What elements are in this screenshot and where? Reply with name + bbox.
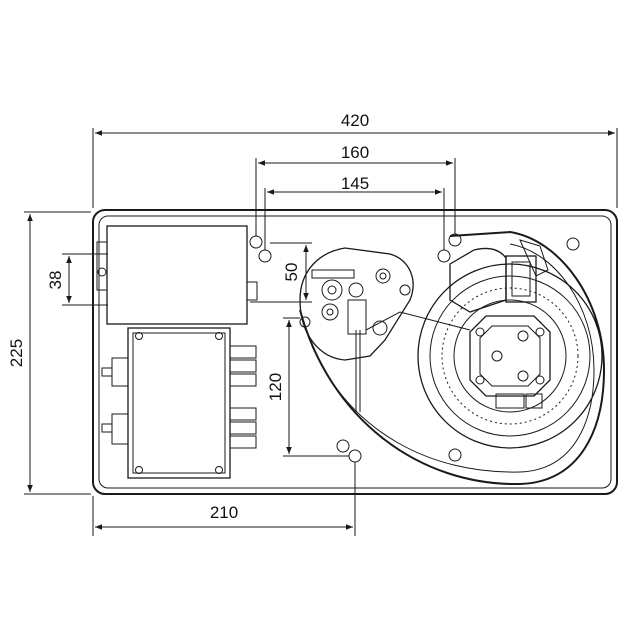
dimension-420-label: 420 — [341, 111, 369, 130]
housing-plate — [92, 209, 618, 495]
dimension-38-label: 38 — [46, 271, 65, 290]
junction-box — [101, 327, 257, 479]
fan-motor — [417, 263, 603, 449]
fan-volute — [299, 230, 606, 486]
dimension-50-label: 50 — [282, 263, 301, 282]
mounting-holes — [249, 233, 580, 463]
dimension-145: 145 — [267, 174, 442, 195]
dimension-160-label: 160 — [341, 143, 369, 162]
dimension-120: 120 — [266, 320, 292, 454]
upper-left-box — [96, 225, 258, 325]
dimension-420: 420 — [95, 111, 615, 136]
dimension-50: 50 — [282, 245, 309, 300]
connector-block — [449, 239, 549, 313]
cable-glands-right — [229, 345, 257, 449]
dimension-210-label: 210 — [210, 503, 238, 522]
dimension-210: 210 — [95, 503, 353, 530]
cable-glands-left — [101, 357, 129, 445]
dimension-225: 225 — [7, 214, 33, 492]
dimension-160: 160 — [258, 143, 453, 166]
dimension-145-label: 145 — [341, 174, 369, 193]
dimension-225-label: 225 — [7, 339, 26, 367]
gas-valve-assembly — [299, 247, 471, 412]
dimension-38: 38 — [46, 256, 72, 303]
extension-lines — [24, 128, 618, 536]
dimension-120-label: 120 — [266, 373, 285, 401]
